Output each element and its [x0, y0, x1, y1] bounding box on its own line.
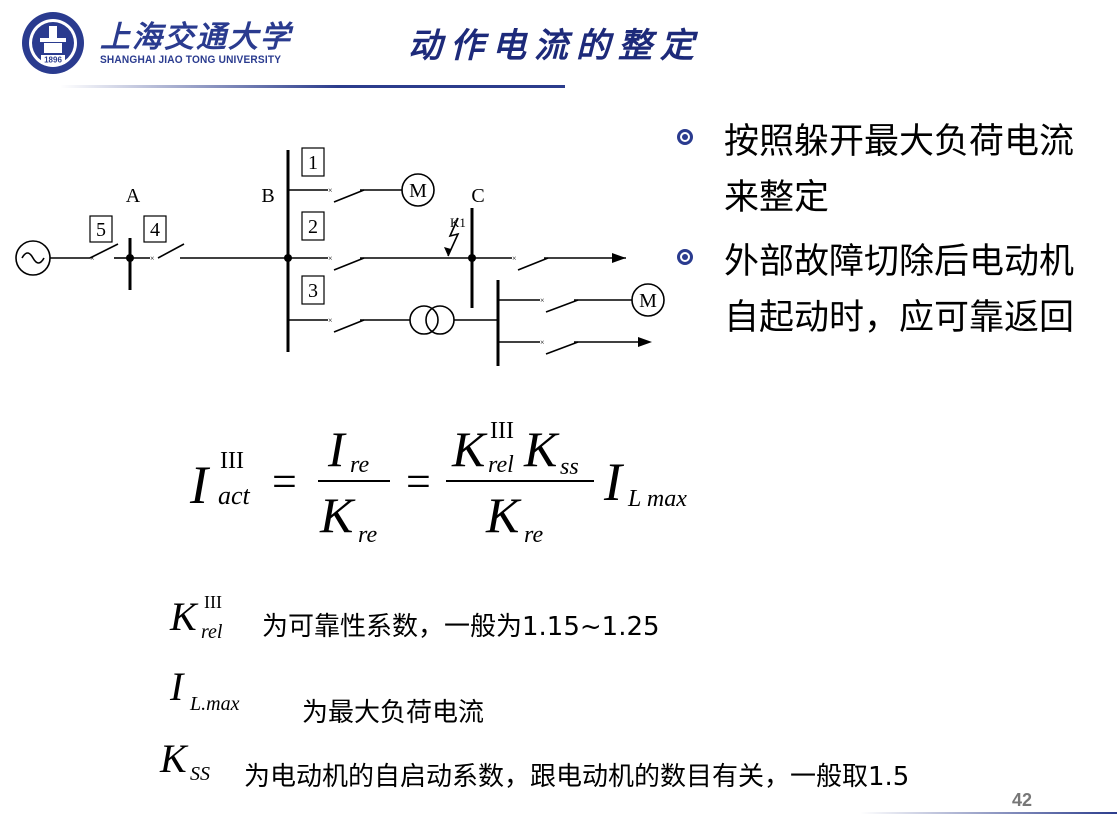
- svg-text:×: ×: [90, 254, 95, 263]
- bullet-item: 外部故障切除后电动机自起动时，应可靠返回: [676, 234, 1096, 414]
- motor-icon: [631, 283, 665, 317]
- header-divider: [60, 85, 565, 88]
- def-symbol: K: [159, 736, 189, 781]
- breaker-label-1: 1: [308, 152, 318, 174]
- formula-symbol: K: [523, 421, 560, 477]
- bullet-seal-icon: [677, 249, 693, 265]
- motor-label: M: [639, 290, 657, 312]
- def-symbol-ilmax: I L.max: [169, 664, 240, 715]
- formula-equals: =: [406, 457, 431, 506]
- university-seal-logo: 1896: [22, 12, 84, 74]
- def-superscript: III: [204, 592, 222, 612]
- breaker-label-5: 5: [96, 219, 106, 241]
- svg-text:×: ×: [540, 296, 545, 305]
- footer-divider: [860, 812, 1117, 814]
- svg-text:×: ×: [328, 186, 333, 195]
- breaker-label-4: 4: [150, 219, 160, 241]
- motor-label: M: [409, 180, 427, 202]
- def-text-krel: 为可靠性系数，一般为1.15~1.25: [262, 612, 660, 642]
- svg-text:×: ×: [328, 254, 333, 263]
- def-subscript: rel: [201, 621, 223, 643]
- formula-superscript: III: [220, 448, 244, 474]
- svg-text:×: ×: [512, 254, 517, 263]
- def-subscript: L.max: [189, 693, 240, 715]
- bus-label-b: B: [261, 185, 274, 207]
- university-name-en: SHANGHAI JIAO TONG UNIVERSITY: [100, 54, 282, 66]
- bullet-seal-icon: [677, 129, 693, 145]
- formula-symbol: K: [319, 487, 356, 543]
- def-symbol-krel: K III rel: [169, 592, 223, 643]
- svg-text:×: ×: [328, 316, 333, 325]
- def-symbol: K: [169, 594, 199, 639]
- circuit-diagram: × × × × × × × ×: [15, 147, 665, 366]
- bus-label-c: C: [471, 185, 484, 207]
- formula-symbol: I: [327, 421, 347, 477]
- def-text-ilmax: 为最大负荷电流: [302, 698, 485, 728]
- def-subscript: SS: [190, 763, 210, 785]
- def-symbol-kss: K SS: [159, 736, 210, 785]
- setting-current-formula: I III act = I re K re = K III rel K ss K…: [189, 418, 687, 548]
- fault-lightning-icon: [444, 217, 460, 257]
- formula-equals: =: [272, 457, 297, 506]
- bus-label-a: A: [126, 185, 141, 207]
- formula-symbol: K: [451, 421, 488, 477]
- university-name-cn: 上海交通大学: [100, 20, 292, 55]
- seal-year: 1896: [44, 56, 62, 65]
- def-symbol: I: [169, 664, 185, 709]
- ac-source-icon: [15, 240, 51, 276]
- formula-subscript: re: [350, 452, 369, 478]
- formula-subscript: ss: [560, 454, 579, 480]
- formula-subscript: rel: [488, 452, 514, 478]
- formula-superscript: III: [490, 418, 514, 444]
- svg-text:×: ×: [150, 254, 155, 263]
- def-text-kss: 为电动机的自启动系数，跟电动机的数目有关，一般取1.5: [244, 762, 910, 792]
- formula-subscript: re: [524, 522, 543, 548]
- transformer-icon: [409, 305, 455, 335]
- formula-symbol: K: [485, 487, 522, 543]
- formula-subscript: act: [218, 481, 251, 510]
- formula-symbol: I: [603, 452, 625, 512]
- slide-title: 动作电流的整定: [408, 26, 702, 66]
- breaker-label-2: 2: [308, 216, 318, 238]
- bullet-text: 外部故障切除后电动机自起动时，应可靠返回: [724, 242, 1075, 338]
- fault-label: K1: [450, 215, 466, 230]
- formula-symbol: I: [189, 455, 211, 515]
- motor-icon: [401, 173, 435, 207]
- bullet-text: 按照躲开最大负荷电流来整定: [724, 122, 1075, 218]
- svg-text:×: ×: [540, 338, 545, 347]
- breaker-label-3: 3: [308, 280, 318, 302]
- bullet-item: 按照躲开最大负荷电流来整定: [676, 114, 1096, 234]
- formula-subscript: re: [358, 522, 377, 548]
- formula-subscript: L max: [627, 486, 687, 512]
- page-number: 42: [1012, 790, 1033, 810]
